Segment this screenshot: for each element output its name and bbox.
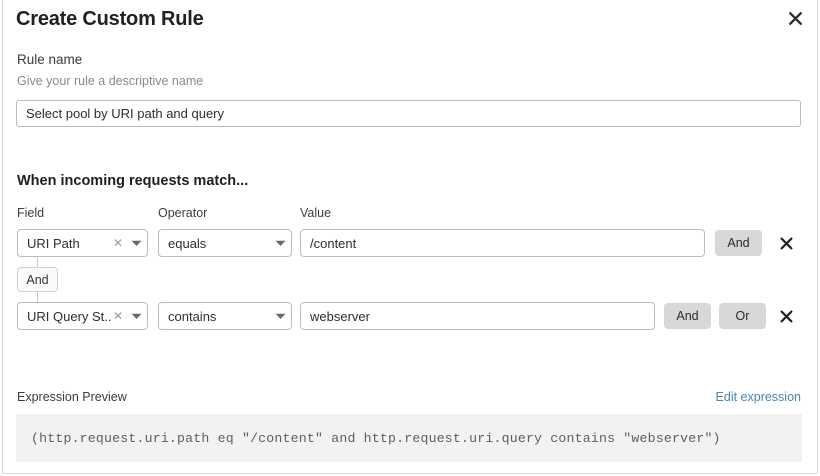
field-select-2[interactable]: URI Query St... ✕ (17, 302, 148, 330)
rule-name-help-text: Give your rule a descriptive name (17, 74, 204, 88)
page-title: Create Custom Rule (16, 8, 204, 30)
chevron-down-icon[interactable] (125, 313, 147, 320)
connector-line-top (37, 257, 38, 268)
chevron-down-icon[interactable] (269, 240, 291, 247)
operator-select-2-value: contains (168, 308, 217, 324)
clear-icon[interactable]: ✕ (112, 236, 124, 250)
close-icon[interactable] (784, 7, 806, 29)
field-select-2-value: URI Query St... (27, 308, 111, 324)
connector-line-bottom (37, 291, 38, 302)
field-select-1-value: URI Path (27, 235, 80, 251)
or-button-2[interactable]: Or (719, 303, 766, 329)
column-header-field: Field (17, 206, 45, 220)
expression-preview-label: Expression Preview (17, 390, 127, 404)
field-select-1[interactable]: URI Path ✕ (17, 229, 148, 257)
clear-icon[interactable]: ✕ (112, 309, 124, 323)
chevron-down-icon[interactable] (125, 240, 147, 247)
chevron-down-icon[interactable] (269, 313, 291, 320)
expression-preview-code: (http.request.uri.path eq "/content" and… (31, 430, 721, 446)
expression-preview-box: (http.request.uri.path eq "/content" and… (16, 414, 802, 462)
edit-expression-link[interactable]: Edit expression (715, 390, 801, 404)
value-input-1[interactable] (300, 229, 705, 257)
column-header-value: Value (300, 206, 332, 220)
operator-select-1[interactable]: equals (158, 229, 292, 257)
column-header-operator: Operator (158, 206, 208, 220)
and-button-1[interactable]: And (715, 230, 762, 256)
delete-condition-icon-1[interactable] (777, 230, 795, 256)
operator-select-2[interactable]: contains (158, 302, 292, 330)
and-button-2[interactable]: And (664, 303, 711, 329)
connector-and-badge[interactable]: And (17, 267, 58, 292)
value-input-2[interactable] (300, 302, 655, 330)
rule-name-label: Rule name (17, 52, 83, 67)
rule-name-input[interactable] (16, 100, 801, 127)
operator-select-1-value: equals (168, 235, 207, 251)
match-section-heading: When incoming requests match... (17, 173, 249, 189)
delete-condition-icon-2[interactable] (777, 303, 795, 329)
